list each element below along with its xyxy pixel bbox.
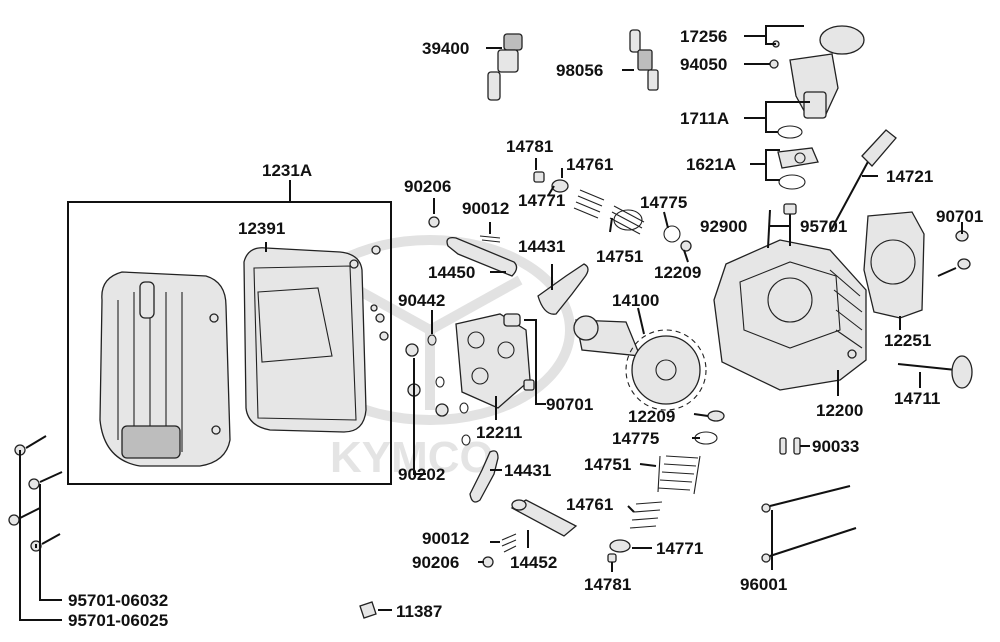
part-label-90206-bottom: 90206 (412, 553, 460, 572)
part-label-12209-top: 12209 (654, 263, 702, 282)
cylinder-head-cover (99, 271, 231, 467)
part-label-14761-bottom: 14761 (566, 495, 614, 514)
cylinder-head (713, 239, 867, 391)
rocker-shaft-top (428, 216, 518, 277)
part-label-95701-06032: 95701-06032 (68, 591, 169, 610)
valve-spring-outer-bottom (657, 455, 701, 495)
rocker-arm-bottom (469, 450, 499, 503)
valve-spring-outer-top (573, 189, 605, 219)
head-studs (767, 203, 797, 249)
camshaft (573, 315, 642, 357)
part-label-14771-top: 14771 (518, 191, 566, 210)
rocker-holder (455, 313, 535, 409)
part-label-14771-bottom: 14771 (656, 539, 704, 558)
part-label-1621A: 1621A (686, 155, 737, 174)
part-label-90442: 90442 (398, 291, 446, 310)
part-label-1231A: 1231A (262, 161, 313, 180)
part-label-14751-top: 14751 (596, 247, 644, 266)
side-bolts (8, 435, 63, 552)
part-label-90701-top: 90701 (936, 207, 984, 226)
part-label-14775-bottom: 14775 (612, 429, 660, 448)
valve-retainers-top (533, 171, 569, 193)
valve-seal-bottom (707, 410, 725, 422)
insulator-plate (777, 147, 819, 190)
cover-gasket (243, 247, 367, 433)
part-label-98056: 98056 (556, 61, 604, 80)
rocker-arm-top (537, 263, 589, 315)
part-label-14711: 14711 (894, 389, 941, 408)
part-label-90012-top: 90012 (462, 199, 510, 218)
part-label-96001: 96001 (740, 575, 788, 594)
intake-manifold (769, 25, 865, 139)
exhaust-valve (829, 129, 897, 233)
part-label-95701: 95701 (800, 217, 848, 236)
screw-bottom (482, 556, 494, 568)
part-label-11387: 11387 (396, 602, 443, 621)
part-label-92900: 92900 (700, 217, 748, 236)
part-label-90033: 90033 (812, 437, 860, 456)
part-label-95701-06025: 95701-06025 (68, 611, 169, 630)
dowel-pins (779, 437, 801, 455)
part-label-14721: 14721 (886, 167, 934, 186)
kymco-watermark: KYMCO (285, 235, 575, 482)
spring-pin-bottom (501, 533, 517, 553)
part-label-14781-top: 14781 (506, 137, 554, 156)
part-label-14450: 14450 (428, 263, 476, 282)
part-label-1711A: 1711A (680, 109, 730, 128)
head-gasket (863, 211, 971, 319)
cover-kit-box (67, 201, 392, 485)
part-label-90206-top: 90206 (404, 177, 452, 196)
spark-plug (629, 29, 659, 91)
cover-bolts (349, 245, 389, 341)
long-studs (761, 485, 857, 563)
part-label-94050: 94050 (680, 55, 728, 74)
part-label-14781-bottom: 14781 (584, 575, 632, 594)
part-label-12211: 12211 (476, 423, 523, 442)
part-label-90701-mid: 90701 (546, 395, 594, 414)
part-label-12209-bottom: 12209 (628, 407, 676, 426)
part-label-14751-bottom: 14751 (584, 455, 632, 474)
part-label-12391: 12391 (238, 219, 286, 238)
cam-sprocket (625, 329, 707, 411)
intake-valve (897, 355, 973, 389)
part-label-14761-top: 14761 (566, 155, 614, 174)
part-label-14100: 14100 (612, 291, 660, 310)
part-label-39400: 39400 (422, 39, 470, 58)
watermark-text: KYMCO (330, 433, 494, 482)
part-label-14431-bottom: 14431 (504, 461, 552, 480)
valve-spring-inner-top (609, 205, 645, 235)
rocker-shaft-bottom (510, 499, 578, 537)
part-label-14775-top: 14775 (640, 193, 688, 212)
part-label-12251: 12251 (884, 331, 932, 350)
part-label-90202: 90202 (398, 465, 446, 484)
part-label-14431-top: 14431 (518, 237, 566, 256)
leader-lines (19, 25, 963, 621)
part-label-17256: 17256 (680, 27, 728, 46)
part-label-14452: 14452 (510, 553, 558, 572)
valve-spring-inner-bottom (629, 501, 663, 529)
temperature-sensor (487, 33, 523, 101)
cotter-bottom (607, 553, 617, 563)
part-label-90012-bottom: 90012 (422, 529, 470, 548)
clip-part (359, 601, 377, 619)
part-label-12200: 12200 (816, 401, 864, 420)
valve-retainer-lower (609, 539, 631, 553)
valve-seal-top (663, 225, 692, 252)
